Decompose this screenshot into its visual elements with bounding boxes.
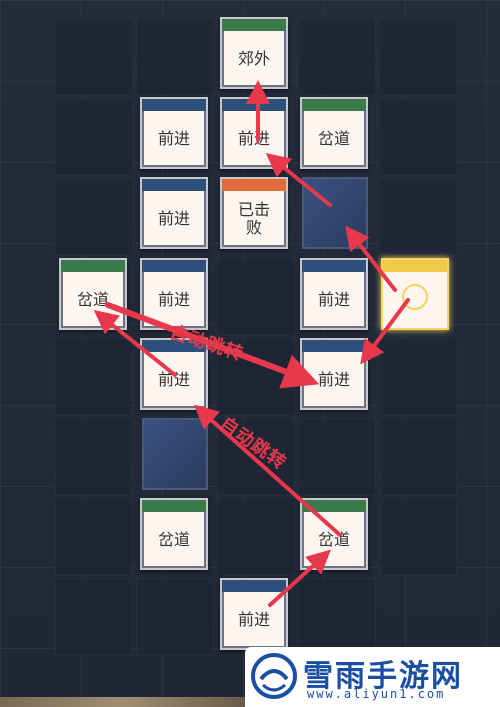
card-color-bar [302,99,366,111]
card-color-bar [142,179,206,191]
card-label: 已击 败 [237,200,270,237]
card-label: 岔道 [157,530,190,549]
card-color-bar [383,260,447,272]
player-avatar-icon [402,284,428,311]
arrow-line [345,225,397,292]
site-logo-icon [251,653,297,699]
card-color-bar [222,99,286,111]
grid-cell [379,178,457,256]
grid-cell [136,578,214,656]
card-color-bar [302,260,366,272]
card-advance[interactable]: 前进 [140,97,208,169]
card-color-bar [142,260,206,272]
bottom-edge-strip [0,697,245,707]
card-advance[interactable]: 前进 [140,258,208,330]
grid-cell [379,98,457,176]
grid-cell [298,418,376,496]
grid-cell [55,418,133,496]
grid-cell [379,418,457,496]
grid-cell [55,98,133,176]
card-color-bar [302,340,366,352]
grid-cell [298,18,376,96]
grid-cell [55,498,133,576]
card-label: 前进 [157,129,190,148]
arrow-line [360,298,410,365]
card-label: 郊外 [237,49,270,68]
card-color-bar [222,179,286,191]
arrow-line [268,549,331,607]
card-branch[interactable]: 岔道 [300,97,368,169]
card-branch[interactable]: 岔道 [140,498,208,570]
card-label: 岔道 [317,129,350,148]
grid-cell [379,338,457,416]
card-color-bar [142,340,206,352]
grid-cell [379,18,457,96]
grid-cell [55,18,133,96]
arrow-line [265,152,332,207]
card-color-bar [302,500,366,512]
grid-cell [217,258,295,336]
card-advance[interactable]: 前进 [220,578,288,650]
card-label: 前进 [317,290,350,309]
card-label: 前进 [237,610,270,629]
arrow-line [105,302,320,389]
grid-cell [55,178,133,256]
card-color-bar [61,260,125,272]
grid-cell [55,578,133,656]
card-color-bar [142,99,206,111]
card-advance[interactable]: 前进 [140,177,208,249]
card-label: 前进 [157,370,190,389]
card-label: 岔道 [76,290,109,309]
cleared-tile [142,418,208,490]
grid-cell [136,18,214,96]
card-color-bar [142,500,206,512]
card-label: 前进 [317,370,350,389]
card-label: 前进 [157,209,190,228]
watermark-url: www.aliyun1.com [307,687,446,701]
card-label: 前进 [157,290,190,309]
card-label: 前进 [237,129,270,148]
card-branch[interactable]: 岔道 [59,258,127,330]
card-advance[interactable]: 前进 [300,258,368,330]
card-advance[interactable]: 前进 [140,338,208,410]
card-defeated[interactable]: 已击 败 [220,177,288,249]
card-suburb[interactable]: 郊外 [220,17,288,89]
grid-cell [379,498,457,576]
watermark: 雪雨手游网 www.aliyun1.com [245,647,500,707]
arrow-line [194,404,342,537]
card-color-bar [222,19,286,31]
grid-cell [55,338,133,416]
arrow-line [93,310,177,377]
card-color-bar [222,580,286,592]
grid-cell [217,498,295,576]
watermark-title: 雪雨手游网 [303,659,463,694]
